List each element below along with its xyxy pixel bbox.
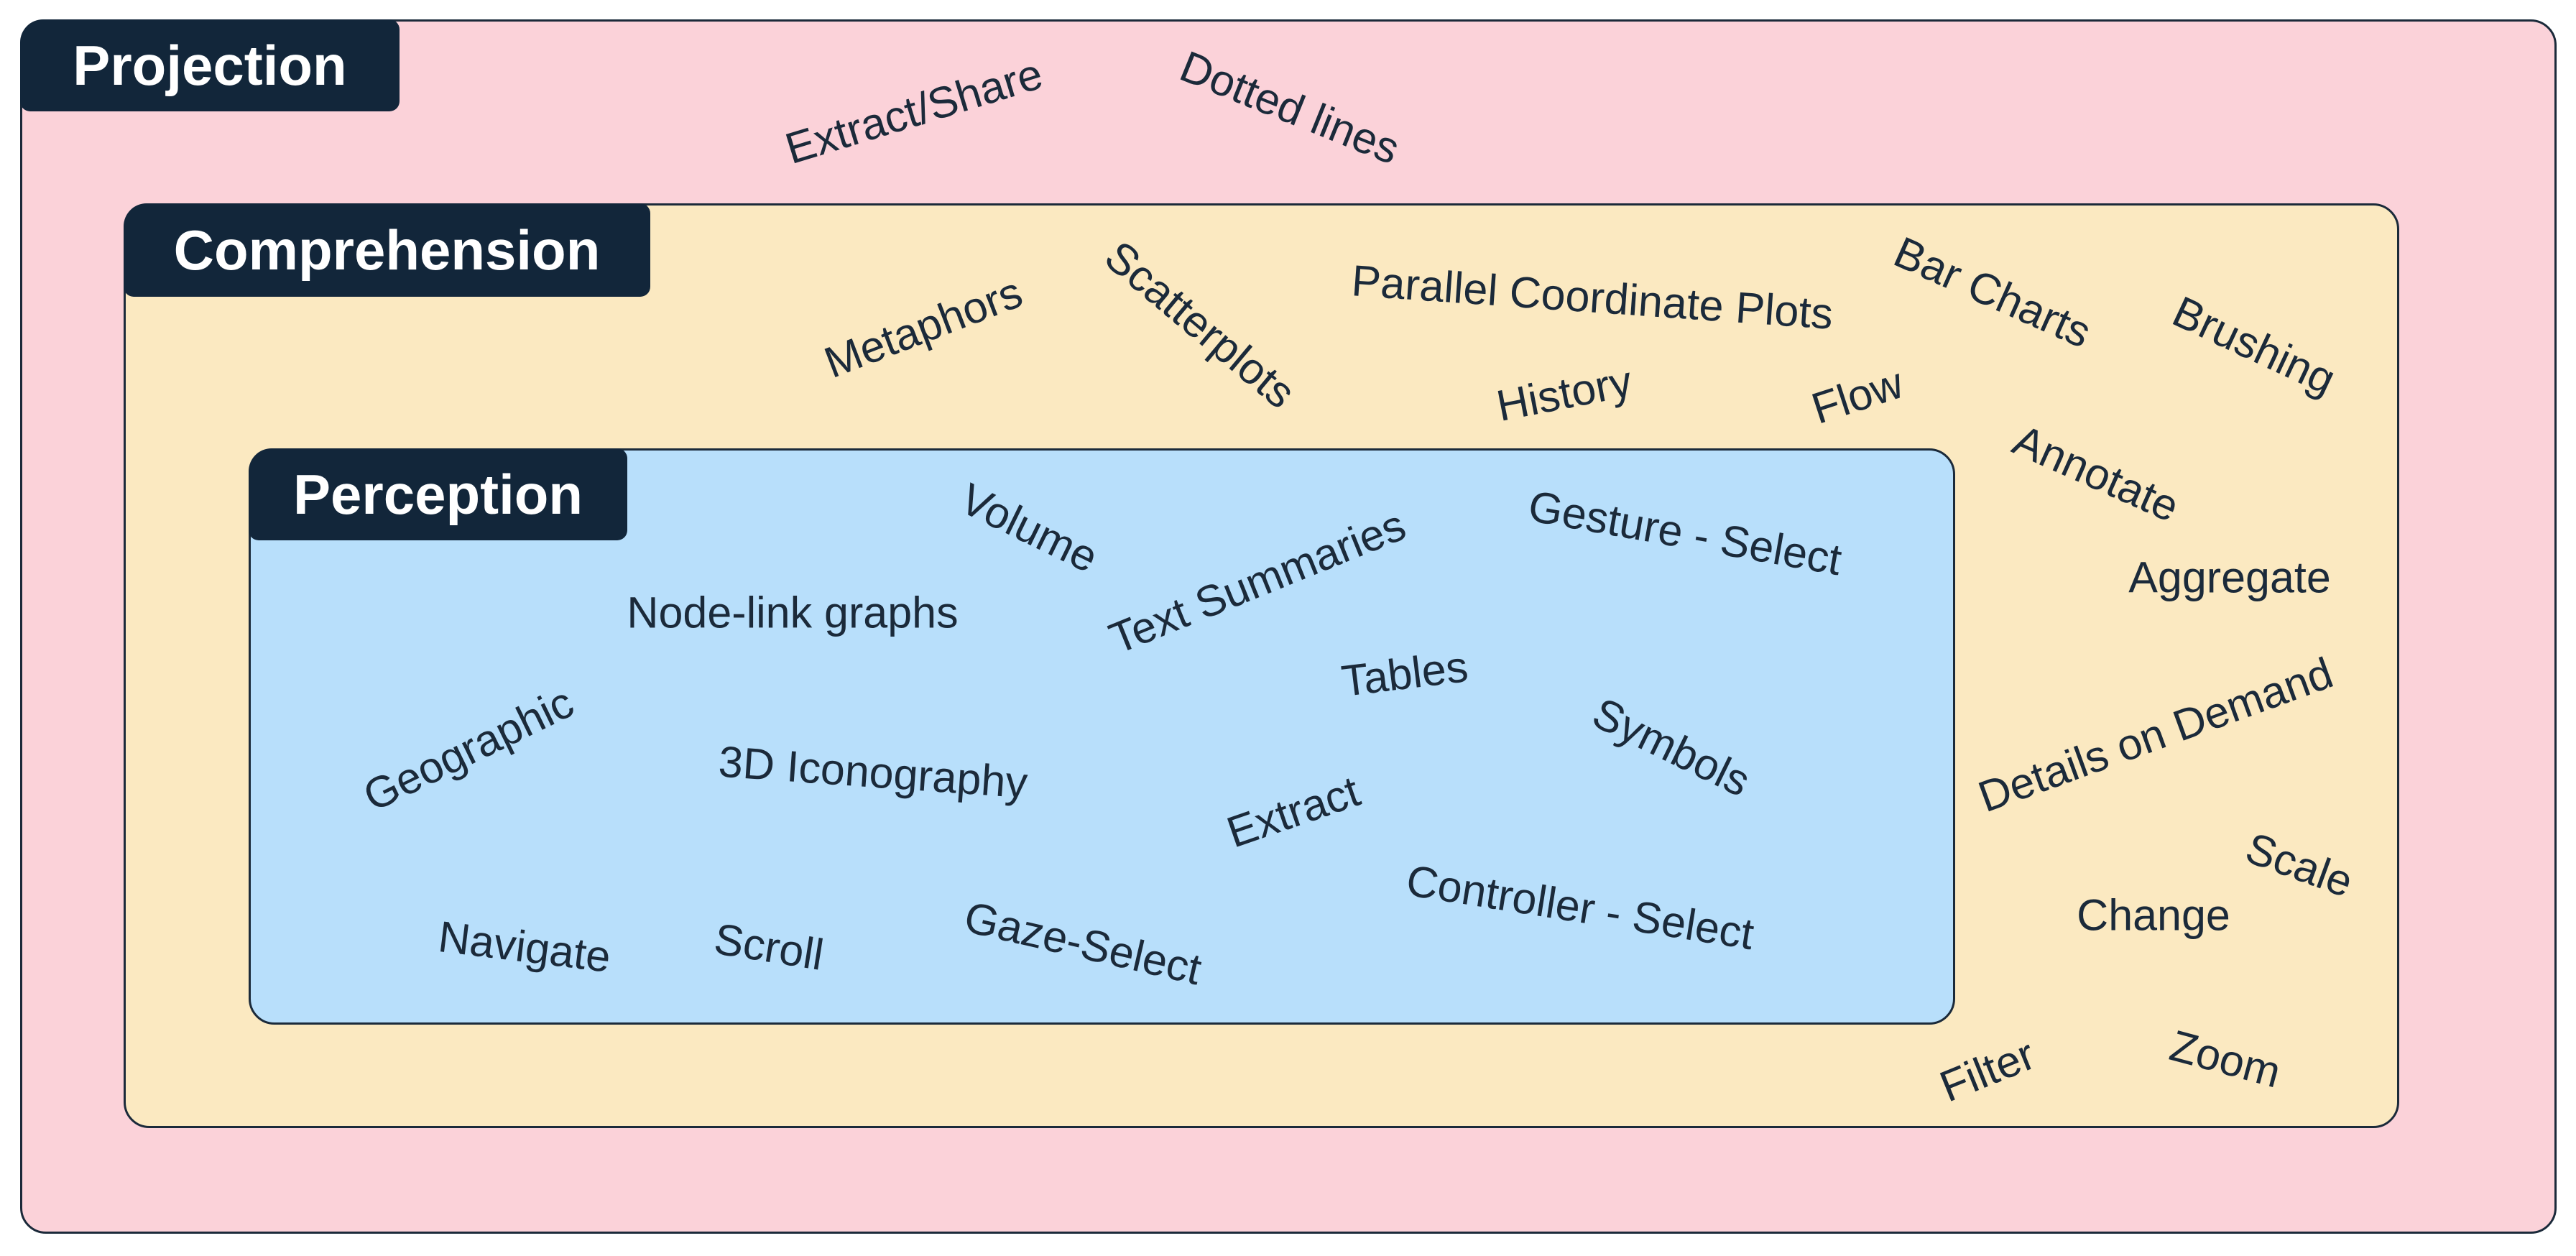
term-node-link-graphs: Node-link graphs — [627, 588, 959, 637]
projection-title: Projection — [20, 19, 400, 111]
perception-layer — [249, 448, 1955, 1025]
term-aggregate: Aggregate — [2128, 553, 2331, 602]
comprehension-title: Comprehension — [124, 203, 650, 297]
term-change: Change — [2077, 890, 2230, 940]
perception-title: Perception — [249, 448, 627, 540]
